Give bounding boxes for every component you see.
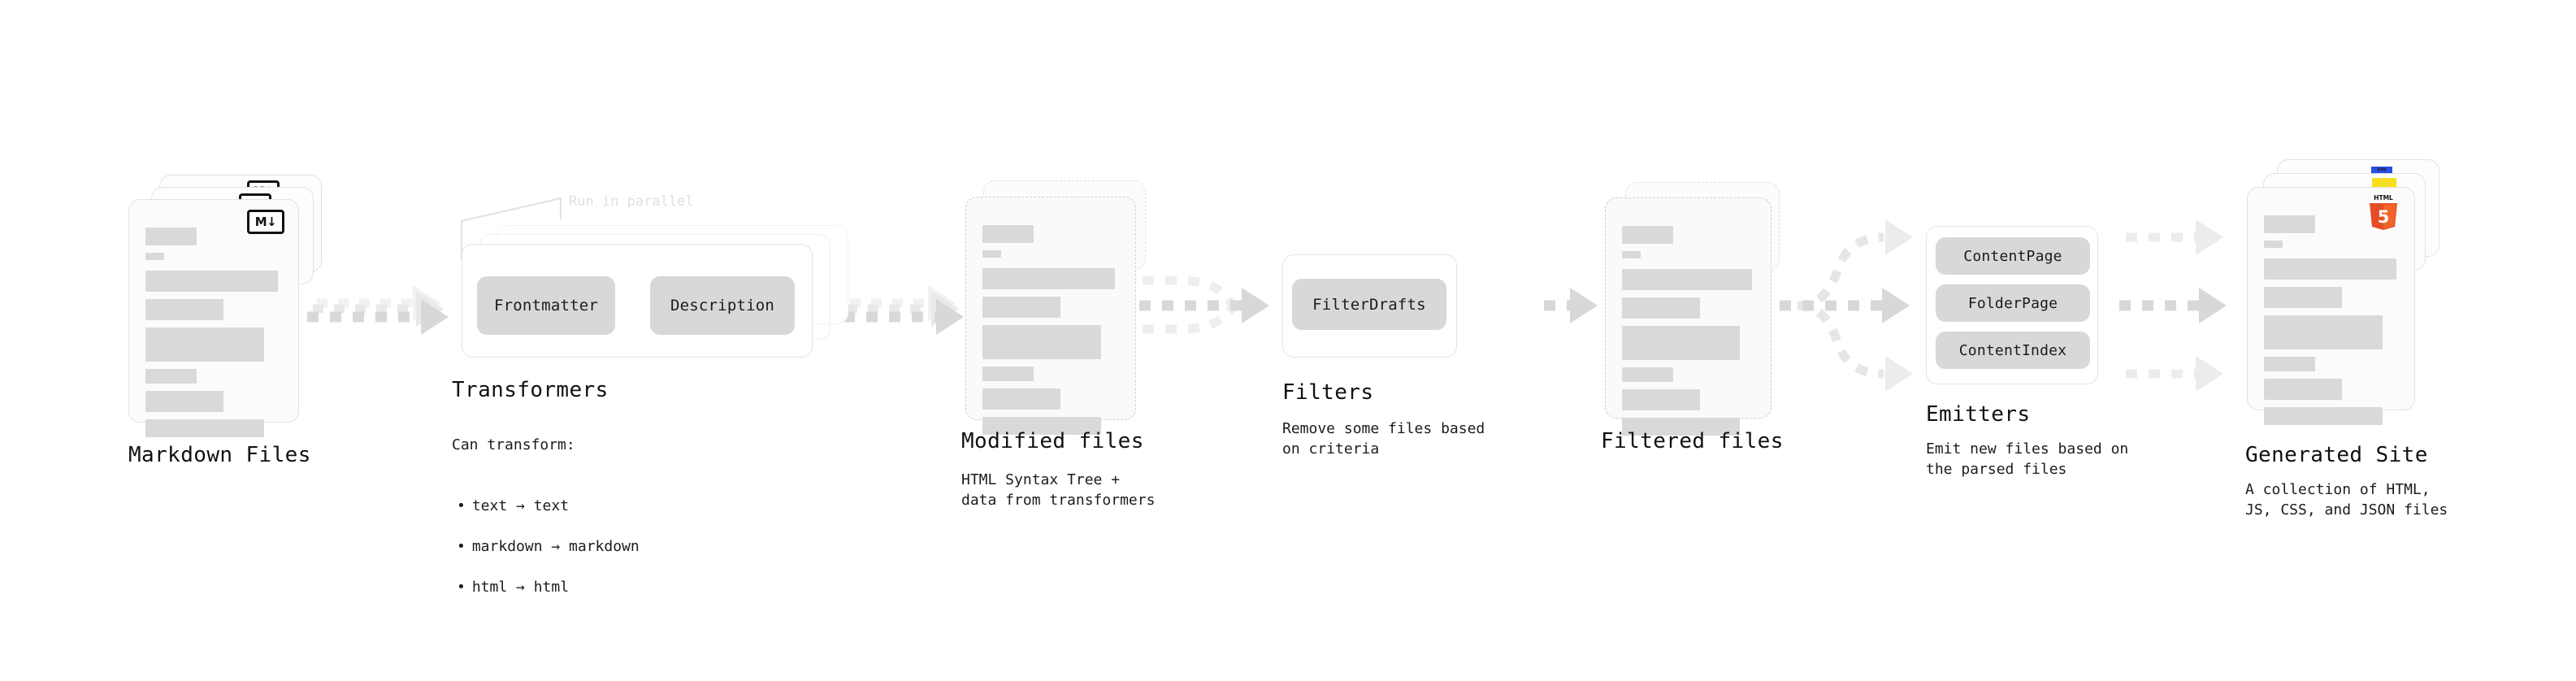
- filters-title: Filters: [1282, 380, 1374, 405]
- modified-content-lines: [982, 225, 1121, 442]
- chip-contentindex[interactable]: ContentIndex: [1936, 332, 2090, 369]
- transformers-title: Transformers: [452, 378, 609, 402]
- emitters-subtitle: Emit new files based on the parsed files: [1926, 440, 2129, 478]
- svg-text:HTML: HTML: [2374, 194, 2393, 202]
- filtered-content-lines: [1622, 226, 1756, 443]
- filters-subtitle: Remove some files based on criteria: [1282, 420, 1485, 458]
- generated-site-subtitle: A collection of HTML, JS, CSS, and JSON …: [2245, 481, 2448, 518]
- chip-frontmatter[interactable]: Frontmatter: [477, 276, 615, 335]
- arrow-emitters-to-site: [2119, 219, 2227, 392]
- transformers-bullet-1: markdown → markdown: [452, 536, 640, 557]
- markdown-sheet-front: [128, 199, 299, 437]
- transformers-bullet-list: text → text markdown → markdown html → h…: [452, 475, 640, 618]
- modified-files-subtitle: HTML Syntax Tree + data from transformer…: [961, 471, 1156, 509]
- markdown-content-lines: [145, 228, 284, 445]
- transformers-bullet-0: text → text: [452, 496, 640, 516]
- chip-filterdrafts[interactable]: FilterDrafts: [1292, 279, 1446, 330]
- svg-text:5: 5: [2378, 207, 2390, 227]
- markdown-badge-front: M↓: [247, 210, 284, 234]
- emitters-title: Emitters: [1926, 402, 2031, 427]
- arrow-filters-to-filtered: [1544, 288, 1598, 323]
- arrow-filtered-to-emitters: [1780, 219, 1913, 392]
- filtered-sheet-front: [1605, 197, 1772, 436]
- filtered-files-title: Filtered files: [1601, 429, 1784, 453]
- chip-contentpage[interactable]: ContentPage: [1936, 237, 2090, 275]
- modified-files-title: Modified files: [961, 429, 1144, 453]
- css-badge-label: css: [2377, 167, 2387, 172]
- arrow-markdown-to-transformers: [307, 285, 449, 335]
- html5-badge: HTML 5: [2370, 194, 2397, 230]
- chip-description[interactable]: Description: [650, 276, 795, 335]
- transformers-subtitle-lead: Can transform:: [452, 436, 575, 453]
- transformers-subtitle: Can transform: text → text markdown → ma…: [452, 414, 640, 638]
- generated-site-title: Generated Site: [2245, 443, 2428, 467]
- run-in-parallel-label: Run in parallel: [569, 193, 694, 210]
- arrow-modified-to-filters: [1139, 275, 1269, 334]
- chip-folderpage[interactable]: FolderPage: [1936, 284, 2090, 322]
- site-content-lines: [2264, 215, 2400, 432]
- modified-sheet-front: [965, 197, 1136, 435]
- transformers-bullet-2: html → html: [452, 577, 640, 597]
- markdown-files-title: Markdown Files: [128, 443, 311, 467]
